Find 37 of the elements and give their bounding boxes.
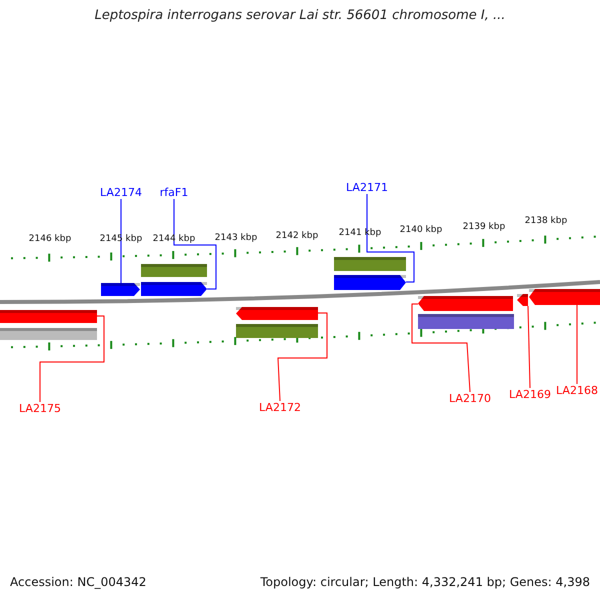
scale-label: 2139 kbp bbox=[462, 222, 506, 232]
gene-label: LA2168 bbox=[556, 384, 598, 397]
scale-label: 2138 kbp bbox=[524, 216, 568, 226]
gene-label: LA2171 bbox=[346, 181, 388, 194]
footer-text: Accession: NC_004342 bbox=[10, 575, 146, 589]
gene-feature bbox=[236, 307, 318, 320]
leader-line bbox=[366, 194, 414, 282]
gene-feature bbox=[101, 283, 140, 296]
gene-feature bbox=[517, 294, 528, 306]
gene-feature bbox=[141, 282, 207, 296]
gene-label: LA2172 bbox=[259, 401, 301, 414]
footer-text: Topology: circular; Length: 4,332,241 bp; Genes: 4,398 bbox=[260, 575, 590, 589]
feature-bar bbox=[141, 264, 207, 277]
feature-bar bbox=[418, 314, 514, 329]
scale-label: 2140 kbp bbox=[400, 225, 442, 235]
gene-feature bbox=[334, 275, 406, 290]
leader-line bbox=[412, 304, 470, 392]
gene-label: LA2174 bbox=[100, 186, 142, 199]
gene-label: LA2175 bbox=[19, 402, 61, 415]
scale-label: 2146 kbp bbox=[28, 234, 72, 244]
gene-label: rfaF1 bbox=[160, 186, 188, 199]
gene-label: LA2170 bbox=[449, 392, 491, 405]
leader-line bbox=[277, 312, 328, 402]
leader-line bbox=[120, 198, 122, 284]
leader-line bbox=[528, 306, 530, 388]
gene-label: LA2169 bbox=[509, 388, 551, 401]
scale-label: 2143 kbp bbox=[214, 233, 258, 243]
gene-feature bbox=[0, 310, 97, 323]
feature-bar bbox=[236, 324, 318, 338]
feature-bar bbox=[334, 257, 406, 271]
leader-line bbox=[576, 304, 578, 384]
scale-label: 2142 kbp bbox=[276, 231, 318, 241]
feature-bar bbox=[0, 328, 97, 340]
map-title: Leptospira interrogans serovar Lai str. 56601 chromosome I, ... bbox=[94, 8, 506, 23]
leader-line bbox=[40, 316, 104, 402]
gene-feature bbox=[418, 296, 513, 311]
leader-line bbox=[174, 198, 216, 290]
